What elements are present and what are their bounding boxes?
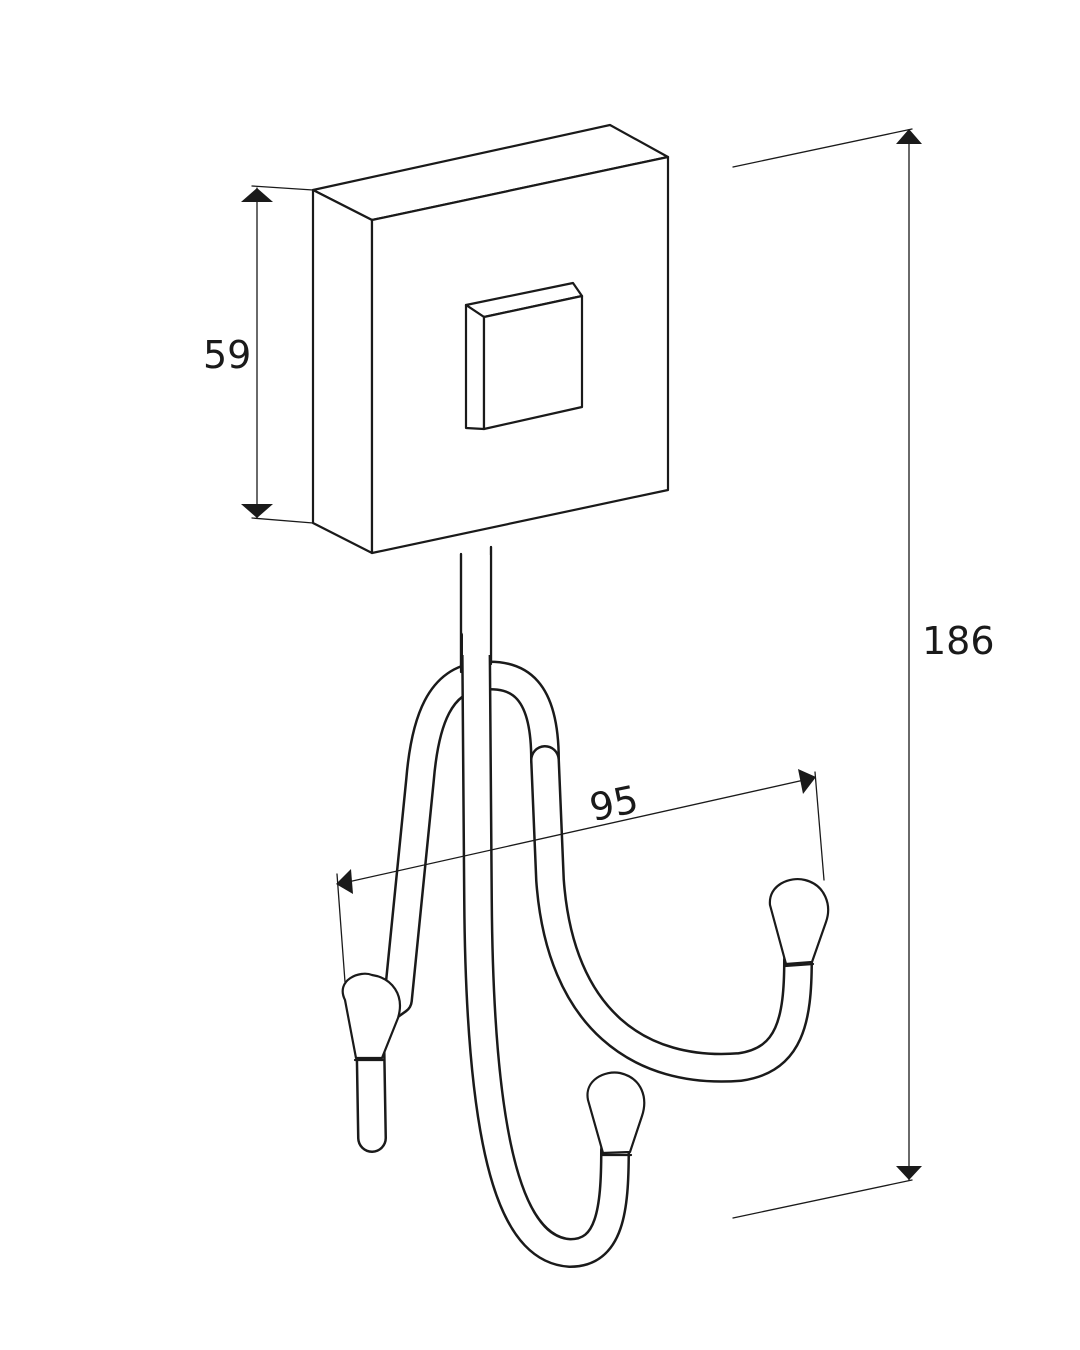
arrow-left: [336, 869, 353, 894]
extension-line-left: [336, 873, 346, 983]
total-height-label: 186: [922, 619, 995, 663]
right-arm-outline: [530, 745, 813, 1083]
extension-line-top: [732, 128, 913, 168]
extension-line-top: [251, 185, 314, 191]
extension-line-right: [814, 771, 825, 881]
arrow-up: [241, 188, 273, 202]
arrow-right: [798, 769, 816, 794]
hook-span-label: 95: [586, 777, 642, 830]
plate-height-label: 59: [203, 333, 251, 377]
plate-left-face: [311, 188, 374, 555]
extension-line-bottom: [732, 1179, 913, 1219]
center-boss: [464, 281, 584, 431]
center-knob: [586, 1071, 646, 1157]
dimension-line: [338, 777, 814, 885]
boss-front-face: [482, 294, 584, 431]
hook-rod: [355, 545, 813, 1268]
arrow-down: [241, 504, 273, 518]
right-knob: [768, 878, 830, 968]
left-knob: [341, 972, 401, 1062]
arrow-down: [896, 1166, 922, 1180]
boss-side-bevel: [464, 303, 486, 431]
dimension-hook-span: 95: [336, 769, 825, 983]
arrow-up: [896, 129, 922, 144]
dimension-plate-height: 59: [203, 185, 314, 524]
dimension-total-height: 186: [732, 128, 995, 1219]
extension-line-bottom: [251, 517, 314, 524]
